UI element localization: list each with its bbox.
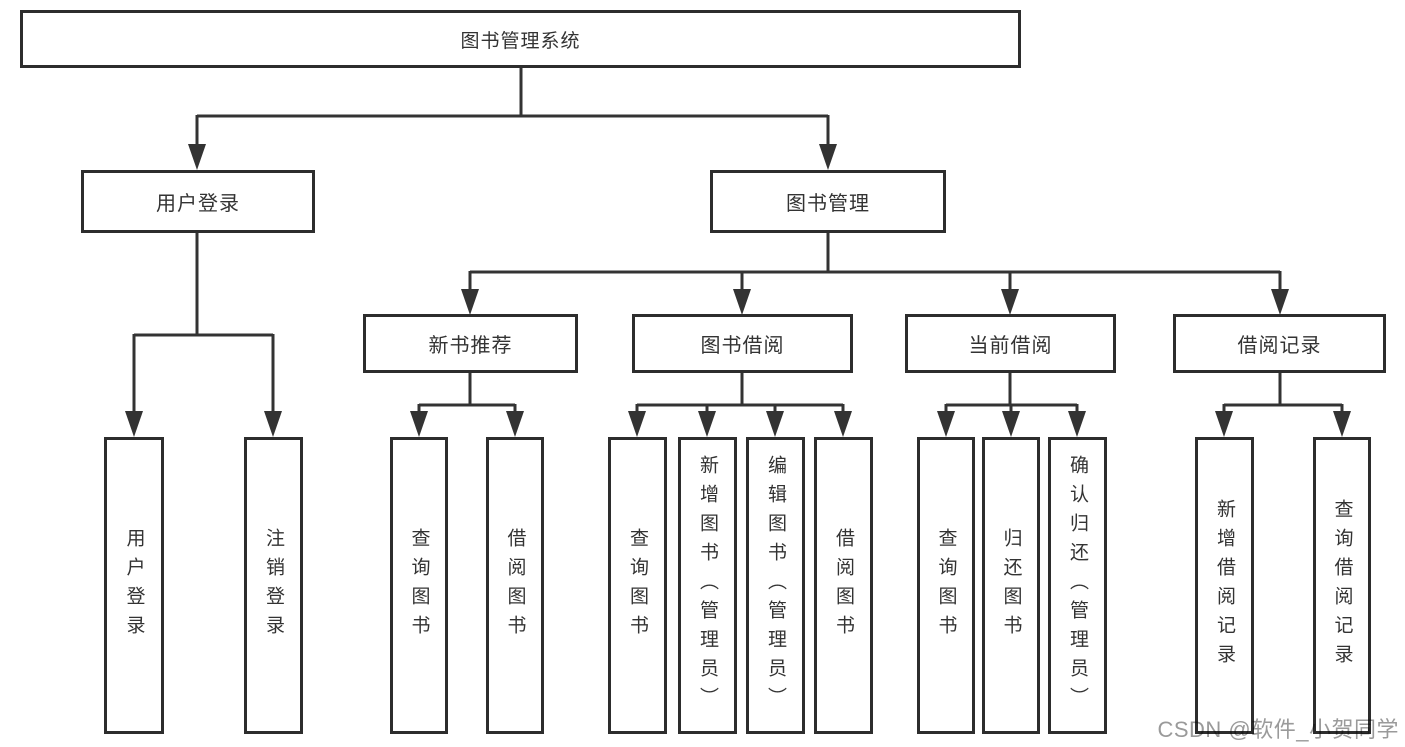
leaf-logout: 注销登录 [244,437,303,734]
leaf-record-add: 新增借阅记录 [1195,437,1254,734]
node-system-root: 图书管理系统 [20,10,1021,68]
leaf-borrow-book: 借阅图书 [814,437,873,734]
leaf-current-confirm-admin: 确认归还（管理员） [1048,437,1107,734]
leaf-record-query: 查询借阅记录 [1313,437,1371,734]
arrowhead-icons [125,144,1351,437]
leaf-borrow-query: 查询图书 [608,437,667,734]
leaf-borrow-add-admin: 新增图书（管理员） [678,437,737,734]
leaf-borrow-edit-admin: 编辑图书（管理员） [746,437,805,734]
node-borrow-records: 借阅记录 [1173,314,1386,373]
leaf-newbook-query: 查询图书 [390,437,448,734]
leaf-current-return: 归还图书 [982,437,1040,734]
node-book-management: 图书管理 [710,170,946,233]
leaf-newbook-borrow: 借阅图书 [486,437,544,734]
node-user-login: 用户登录 [81,170,315,233]
node-book-borrow: 图书借阅 [632,314,853,373]
leaf-user-login: 用户登录 [104,437,164,734]
leaf-current-query: 查询图书 [917,437,975,734]
node-current-borrow: 当前借阅 [905,314,1116,373]
node-new-book-recommend: 新书推荐 [363,314,578,373]
csdn-watermark: CSDN @软件_小贺同学 [1157,717,1399,742]
